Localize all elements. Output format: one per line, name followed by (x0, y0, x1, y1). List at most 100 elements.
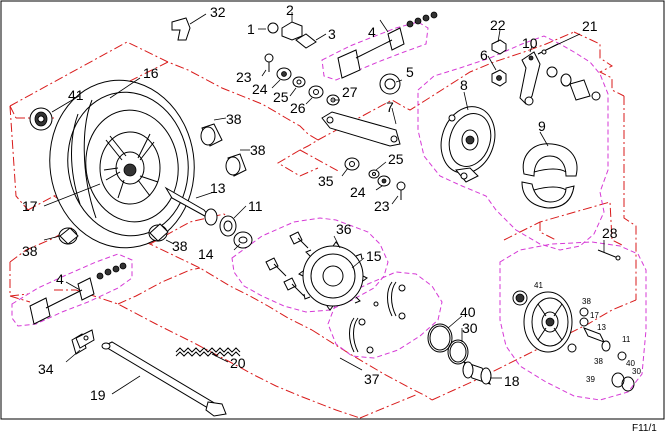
washer-14 (233, 231, 253, 249)
bushing-5 (379, 73, 401, 95)
inset-callout-11: 11 (622, 335, 631, 344)
washer-25-top (292, 76, 306, 88)
pin-28 (597, 249, 621, 261)
callout-labels: 32 1 2 3 4 5 6 22 10 21 16 41 23 24 25 2… (22, 2, 618, 403)
sprocket-bolts-15 (265, 231, 309, 297)
bearing-41-left (29, 107, 53, 131)
chain-adjuster-4-top (337, 11, 438, 79)
axle-19 (101, 341, 227, 417)
collar-11 (219, 215, 237, 237)
callout-13: 13 (210, 180, 226, 196)
inset-callout-38-a: 38 (582, 297, 591, 306)
callout-2: 2 (286, 2, 294, 18)
callout-36: 36 (336, 221, 352, 237)
chain-adjuster-4-bottom (29, 262, 127, 325)
callout-24-top: 24 (252, 81, 268, 97)
spacer-13 (164, 186, 218, 226)
page-code: F11/1 (632, 423, 657, 434)
spring-20 (175, 347, 241, 357)
callout-21: 21 (582, 18, 598, 34)
callout-24-lower: 24 (350, 184, 366, 200)
diagram-border (0, 0, 665, 420)
callout-4-bottom: 4 (56, 271, 64, 287)
callout-40: 40 (460, 304, 476, 320)
callout-37: 37 (364, 371, 380, 387)
callout-20: 20 (230, 355, 246, 371)
callout-41: 41 (68, 87, 84, 103)
inset-callout-38-b: 38 (594, 357, 603, 366)
nut-6 (491, 69, 507, 87)
callout-35: 35 (318, 173, 334, 189)
callout-10: 10 (522, 35, 538, 51)
callout-17: 17 (22, 198, 38, 214)
nut-24-lower (377, 175, 391, 187)
lock-plates-37 (349, 281, 406, 354)
leader-lines (43, 19, 605, 395)
callout-3: 3 (328, 26, 336, 42)
callout-7: 7 (386, 99, 394, 115)
callout-14: 14 (198, 246, 214, 262)
callout-16: 16 (143, 65, 159, 81)
callout-1: 1 (247, 21, 255, 37)
washer-35 (344, 157, 360, 171)
callout-8: 8 (460, 77, 468, 93)
callout-34: 34 (38, 361, 54, 377)
bolt-23-top (264, 53, 274, 72)
sprocket-36 (298, 241, 368, 311)
callout-30: 30 (462, 320, 478, 336)
spacer-18 (462, 361, 492, 385)
nut-22 (491, 39, 507, 55)
brake-arm-10 (519, 51, 541, 106)
inset-callout-labels: 41 38 17 13 11 38 40 39 30 (534, 281, 641, 384)
bushing-38-left (58, 227, 79, 245)
bushing-38-mid (225, 153, 247, 177)
callout-38-b: 38 (250, 142, 266, 158)
washer-26 (308, 85, 324, 99)
callout-19: 19 (90, 387, 106, 403)
rear-wheel-tire (49, 79, 195, 249)
bolt-1 (258, 22, 279, 34)
inset-callout-39: 39 (586, 375, 595, 384)
callout-38-d: 38 (172, 238, 188, 254)
brake-shoes-9 (521, 143, 578, 209)
callout-38-a: 38 (226, 111, 242, 127)
subassembly-boundaries-magenta (11, 21, 647, 401)
bushing-38-upper (200, 123, 223, 147)
fitting-32 (171, 13, 207, 41)
inset-callout-13: 13 (597, 323, 606, 332)
callout-28: 28 (602, 225, 618, 241)
callout-11: 11 (248, 198, 263, 214)
brake-cam-parts (546, 66, 601, 101)
ring-30 (447, 339, 469, 365)
callout-4-top: 4 (368, 24, 376, 40)
callout-23-top: 23 (236, 69, 252, 85)
callout-38-c: 38 (22, 243, 38, 259)
bolt-23-lower (396, 181, 406, 200)
callout-25-top: 25 (273, 89, 289, 105)
callout-22: 22 (490, 17, 506, 33)
brake-panel-8 (440, 106, 496, 183)
torque-arm-7 (321, 111, 401, 147)
callout-25-lower: 25 (388, 151, 404, 167)
callout-15: 15 (366, 248, 382, 264)
callout-18: 18 (504, 373, 520, 389)
inset-callout-30: 30 (632, 367, 641, 376)
callout-27: 27 (342, 84, 358, 100)
washer-25-lower (368, 169, 380, 179)
callout-32: 32 (210, 4, 226, 20)
callout-9: 9 (538, 118, 546, 134)
nut-24-top (276, 67, 292, 81)
inset-callout-17: 17 (590, 311, 599, 320)
inset-callout-41: 41 (534, 281, 543, 290)
callout-6: 6 (480, 47, 488, 63)
inset-callout-40: 40 (626, 359, 635, 368)
bushing-38-lower (148, 223, 169, 242)
inset-wheel (512, 290, 635, 392)
brake-rod-21 (537, 33, 581, 55)
bracket-34 (71, 329, 95, 355)
clip-3 (295, 33, 327, 49)
oring-40 (427, 323, 453, 353)
callout-26: 26 (290, 100, 306, 116)
